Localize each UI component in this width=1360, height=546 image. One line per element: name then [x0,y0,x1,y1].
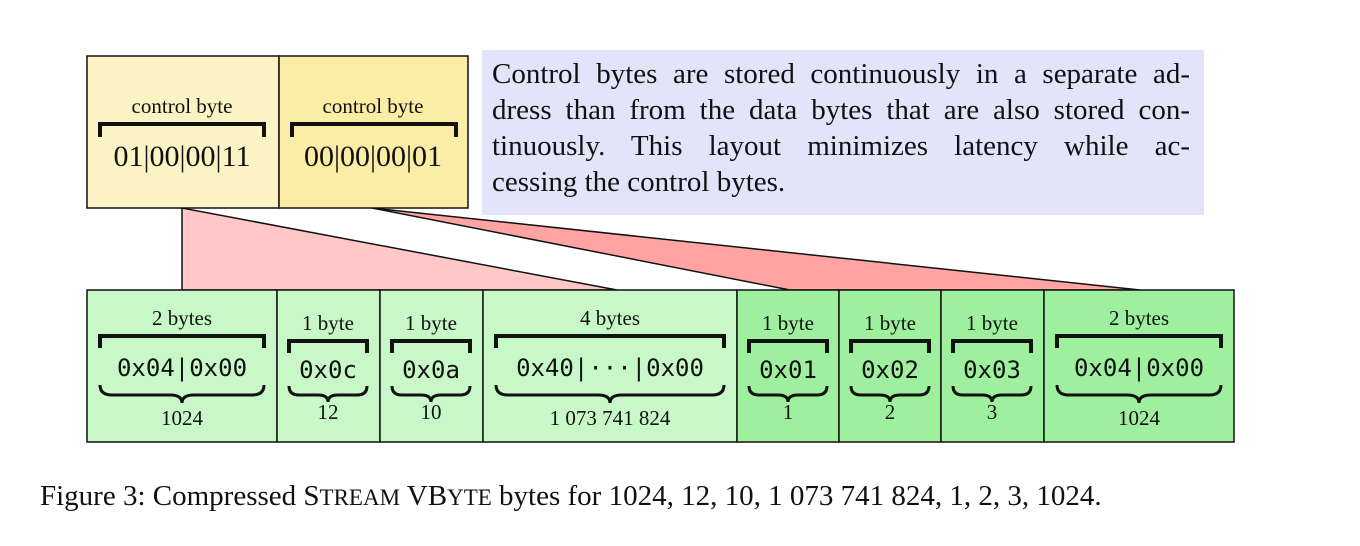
data-byte-5: 1 byte 0x01 1 [736,289,840,443]
data-byte-2: 1 byte 0x0c 12 [276,289,381,443]
caption-vbyte-first: VB [406,480,448,512]
caption-prefix: Figure 3: Compressed [40,480,304,512]
data-byte-3-hex: 0x0a [402,356,460,384]
data-byte-8-hex: 0x04|0x00 [1074,354,1204,382]
data-byte-1-top-brace [98,334,266,348]
data-byte-5-bottom-brace [747,385,829,403]
control-byte-2: control byte 00|00|00|01 [278,55,469,209]
control-byte-2-value: 00|00|00|01 [304,140,442,173]
data-byte-5-top-brace [747,339,829,353]
data-byte-5-hex: 0x01 [759,356,817,384]
data-byte-3: 1 byte 0x0a 10 [379,289,484,443]
data-byte-7-bottom-brace [951,385,1033,403]
note-line-4: cessing the control bytes. [492,166,786,198]
data-byte-8-size: 2 bytes [1109,306,1169,330]
data-byte-8-decimal: 1024 [1118,406,1161,430]
control-byte-2-brace [290,122,458,137]
data-byte-7-size: 1 byte [966,311,1018,335]
data-byte-5-decimal: 1 [783,400,794,424]
caption-vbyte-rest: YTE [447,485,492,510]
data-byte-4: 4 bytes 0x40|···|0x00 1 073 741 824 [482,289,738,443]
data-byte-6-size: 1 byte [864,311,916,335]
caption-suffix: bytes for 1024, 12, 10, 1 073 741 824, 1… [491,480,1102,512]
control-byte-1-brace [98,122,266,137]
control-byte-2-label: control byte [323,94,424,118]
data-byte-7-hex: 0x03 [963,356,1021,384]
data-byte-4-top-brace [494,334,726,348]
data-byte-3-decimal: 10 [421,400,442,424]
control-byte-1-value: 01|00|00|11 [114,140,251,173]
data-byte-2-size: 1 byte [302,311,354,335]
note-line-1: Control bytes are stored continuously in… [492,58,1190,90]
data-byte-1-bottom-brace [98,384,266,404]
data-byte-6-top-brace [849,339,931,353]
control-byte-1-label: control byte [132,94,233,118]
note-line-2: dress than from the data bytes that are … [492,94,1190,126]
control-byte-1: control byte 01|00|00|11 [86,55,280,209]
data-byte-6-decimal: 2 [885,400,896,424]
caption-stream-first: S [303,480,320,512]
data-byte-7-top-brace [951,339,1033,353]
caption-stream-rest: TREAM [319,485,401,510]
data-byte-3-size: 1 byte [405,311,457,335]
data-byte-5-size: 1 byte [762,311,814,335]
data-byte-4-hex: 0x40|···|0x00 [516,354,704,382]
data-byte-6: 1 byte 0x02 2 [838,289,942,443]
data-byte-1-hex: 0x04|0x00 [117,354,247,382]
data-byte-1-size: 2 bytes [152,306,212,330]
data-byte-8: 2 bytes 0x04|0x00 1024 [1043,289,1235,443]
note-line-3: tinuously. This layout minimizes latency… [492,130,1190,162]
data-byte-3-top-brace [390,339,472,353]
data-byte-1: 2 bytes 0x04|0x00 1024 [86,289,278,443]
data-byte-4-bottom-brace [494,384,726,404]
data-byte-2-decimal: 12 [318,400,339,424]
data-byte-2-top-brace [287,339,369,353]
data-byte-8-top-brace [1055,334,1223,348]
data-byte-6-bottom-brace [849,385,931,403]
data-byte-4-decimal: 1 073 741 824 [550,406,671,430]
figure-caption: Figure 3: Compressed STREAM VBYTE bytes … [40,480,1340,513]
data-byte-6-hex: 0x02 [861,356,919,384]
data-byte-2-hex: 0x0c [299,356,357,384]
data-byte-1-decimal: 1024 [161,406,204,430]
note-box [482,50,1204,215]
control-byte-1-wedge [181,207,618,291]
data-byte-3-bottom-brace [390,385,472,403]
note-text: Control bytes are stored continuously in… [482,50,1200,200]
data-byte-7: 1 byte 0x03 3 [940,289,1045,443]
data-byte-2-bottom-brace [287,385,369,403]
data-byte-8-bottom-brace [1055,384,1223,404]
data-byte-4-size: 4 bytes [580,306,640,330]
data-byte-7-decimal: 3 [987,400,998,424]
